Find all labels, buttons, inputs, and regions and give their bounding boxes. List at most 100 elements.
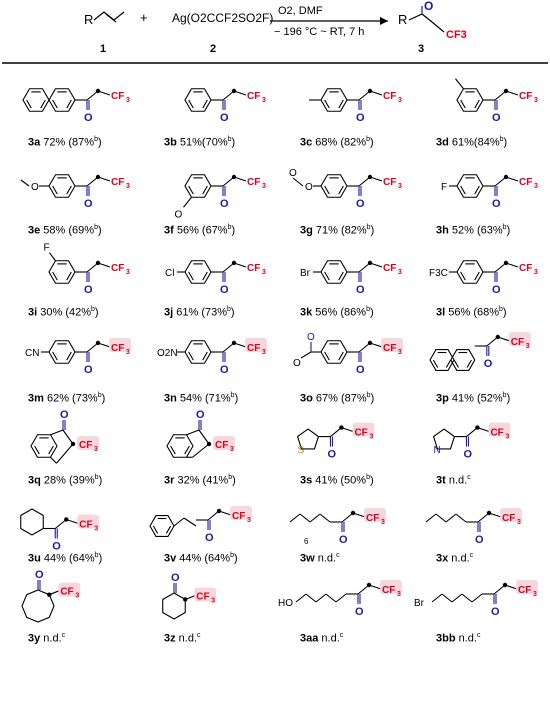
svg-text:Cl: Cl (165, 268, 174, 279)
svg-text:CF: CF (111, 177, 124, 188)
compound-id: 3k (300, 306, 313, 319)
arrow-head (380, 17, 388, 25)
yield-close: ) (98, 552, 103, 565)
yield-value: 62% (73% (43, 392, 98, 405)
yield-close: ) (369, 474, 374, 487)
yield-label-3x: 3x n.d.c (436, 552, 473, 565)
footnote-marker: b (366, 474, 370, 481)
svg-text:3: 3 (526, 343, 530, 350)
compound-id: 3i (28, 306, 38, 319)
reagent-formula: Ag(O2CCF2SO2F) (172, 11, 273, 25)
yield-label-3h: 3h 52% (63%b) (436, 224, 510, 237)
yield-close: ) (94, 306, 99, 319)
yield-value: n.d. (448, 552, 470, 565)
svg-text:HO: HO (278, 598, 293, 609)
footnote-marker: c (336, 552, 340, 559)
yield-value: n.d. (455, 632, 477, 645)
yield-value: 52% (63% (448, 224, 503, 237)
reagent-2-label: 2 (210, 43, 216, 55)
footnote-marker: b (227, 224, 232, 231)
svg-text:O: O (84, 198, 93, 210)
yield-close: ) (231, 136, 236, 149)
svg-text:O: O (289, 168, 297, 179)
svg-text:3: 3 (126, 349, 130, 356)
compound-id: 3f (164, 224, 174, 237)
reactant-1-label: 1 (100, 43, 106, 55)
footnote-marker: b (94, 552, 99, 559)
svg-text:CF: CF (111, 343, 124, 354)
svg-text:CN: CN (25, 348, 39, 359)
yield-value: n.d. (40, 632, 62, 645)
footnote-marker: b (230, 392, 235, 399)
svg-text:O: O (196, 409, 205, 421)
footnote-marker: c (61, 632, 66, 639)
compound-id: 3a (28, 136, 41, 149)
svg-text:O: O (305, 182, 313, 193)
footnote-marker: b (97, 392, 102, 399)
svg-text:O: O (492, 284, 501, 296)
svg-text:3: 3 (398, 97, 402, 104)
svg-text:O: O (205, 532, 214, 544)
svg-text:CF: CF (383, 263, 396, 274)
svg-text:O: O (31, 182, 39, 193)
svg-text:CF: CF (79, 520, 92, 531)
svg-text:CF: CF (519, 91, 532, 102)
reactant-r-group: R (84, 12, 93, 27)
svg-text:O: O (475, 534, 484, 546)
svg-text:3: 3 (94, 446, 98, 453)
yield-value: 56% (86% (312, 306, 367, 319)
compound-id: 3v (164, 552, 177, 565)
footnote-marker: b (91, 306, 95, 313)
svg-text:6: 6 (304, 537, 309, 546)
yield-label-3aa: 3aa n.d.c (300, 632, 343, 645)
yield-label-3t: 3t n.d.c (436, 474, 471, 487)
footnote-marker: c (476, 632, 481, 639)
yield-value: 67% (87% (312, 392, 367, 405)
yield-label-3f: 3f 56% (67%b) (164, 224, 235, 237)
yield-label-3z: 3z n.d.c (164, 632, 201, 645)
svg-text:3: 3 (397, 591, 401, 598)
svg-text:CF: CF (60, 587, 73, 598)
svg-text:Br: Br (414, 598, 425, 609)
footnote-marker: c (467, 474, 471, 481)
svg-text:CF: CF (111, 91, 124, 102)
svg-text:O: O (60, 409, 69, 421)
svg-text:O: O (220, 198, 229, 210)
compound-id: 3s (300, 474, 313, 487)
svg-text:O: O (355, 606, 364, 618)
svg-text:N: N (434, 445, 441, 456)
svg-text:O: O (327, 449, 336, 461)
svg-text:F: F (44, 243, 50, 254)
compound-id: 3m (28, 392, 44, 405)
svg-text:3: 3 (534, 97, 538, 104)
compound-id: 3q (28, 474, 41, 487)
yield-label-3s: 3s 41% (50%b) (300, 474, 374, 487)
svg-text:3: 3 (534, 269, 538, 276)
yield-label-3m: 3m 62% (73%b) (28, 392, 105, 405)
svg-text:CF: CF (247, 263, 260, 274)
svg-text:3: 3 (126, 183, 130, 190)
yield-close: ) (502, 306, 507, 319)
footnote-marker: b (366, 136, 370, 143)
svg-text:3: 3 (517, 519, 521, 526)
svg-text:O: O (492, 112, 501, 124)
yield-label-3o: 3o 67% (87%b) (300, 392, 374, 405)
compound-id: 3c (300, 136, 313, 149)
svg-text:3: 3 (381, 519, 385, 526)
footnote-marker: b (227, 306, 231, 313)
svg-text:3: 3 (534, 183, 538, 190)
